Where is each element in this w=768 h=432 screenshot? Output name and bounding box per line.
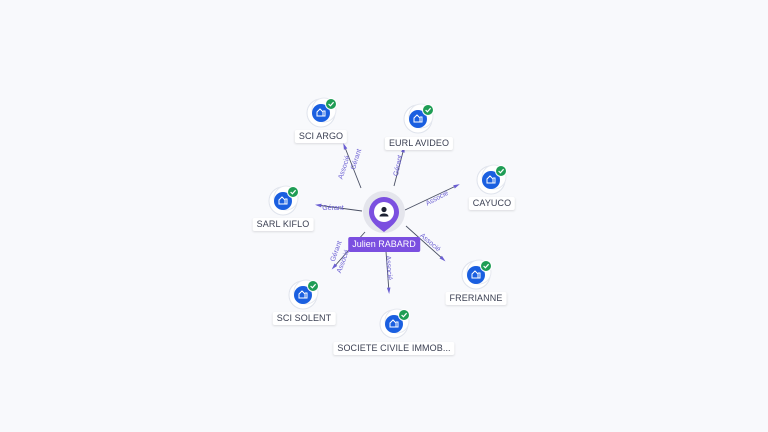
edge-label: Gérant <box>393 154 404 176</box>
edge-cayuco <box>404 184 459 211</box>
building-icon <box>385 315 403 333</box>
edge-arrow-icon <box>343 143 348 150</box>
building-icon <box>467 266 485 284</box>
building-glyph <box>471 270 481 279</box>
edge-arrow-icon <box>331 263 338 270</box>
building-glyph <box>486 175 496 184</box>
company-name-label[interactable]: EURL AVIDEO <box>384 137 454 150</box>
check-glyph <box>401 312 408 318</box>
check-icon <box>495 165 507 177</box>
check-glyph <box>290 189 297 195</box>
company-node-sci-solent[interactable] <box>288 279 319 310</box>
check-glyph <box>425 107 432 113</box>
building-icon <box>274 192 292 210</box>
edge-label: Associé <box>425 190 450 208</box>
edge-label: Gérant <box>322 205 343 212</box>
person-icon <box>381 206 387 213</box>
company-node-societe-civile[interactable] <box>379 308 410 339</box>
edge-arrow-icon <box>453 184 460 189</box>
edge-arrow-icon <box>315 203 322 208</box>
check-icon <box>422 104 434 116</box>
company-node-sci-argo[interactable] <box>306 97 337 128</box>
building-glyph <box>316 108 326 117</box>
company-node-sarl-kiflo[interactable] <box>268 185 299 216</box>
check-glyph <box>310 283 317 289</box>
building-icon <box>294 286 312 304</box>
check-icon <box>480 260 492 272</box>
company-name-label[interactable]: CAYUCO <box>468 197 516 210</box>
company-node-eurl-avideo[interactable] <box>403 103 434 134</box>
company-node-cayuco[interactable] <box>476 164 507 195</box>
company-node-frerianne[interactable] <box>461 259 492 290</box>
edge-label: Associé <box>384 255 393 280</box>
check-glyph <box>498 168 505 174</box>
company-name-label[interactable]: SARL KIFLO <box>252 218 314 231</box>
company-name-label[interactable]: SOCIETE CIVILE IMMOB... <box>333 342 455 355</box>
edge-sarl-kiflo <box>316 204 363 212</box>
check-icon <box>307 280 319 292</box>
person-icon-body <box>379 213 389 217</box>
building-glyph <box>413 114 423 123</box>
building-icon <box>409 110 427 128</box>
edge-sci-argo <box>343 144 362 189</box>
check-icon <box>398 309 410 321</box>
edge-arrow-icon <box>439 255 446 262</box>
edge-frerianne <box>405 225 445 261</box>
check-glyph <box>328 101 335 107</box>
edge-arrow-icon <box>386 287 391 294</box>
check-glyph <box>483 263 490 269</box>
edge-label: Associé <box>418 232 441 253</box>
building-glyph <box>298 290 308 299</box>
building-icon <box>312 104 330 122</box>
check-icon <box>325 98 337 110</box>
edge-eurl-avideo <box>393 147 405 187</box>
building-glyph <box>278 196 288 205</box>
check-icon <box>287 186 299 198</box>
company-name-label[interactable]: SCI SOLENT <box>272 312 336 325</box>
person-name-label[interactable]: Julien RABARD <box>348 237 420 252</box>
edge-label: Gérant <box>350 148 363 171</box>
person-node[interactable] <box>363 191 405 233</box>
building-glyph <box>389 319 399 328</box>
building-icon <box>482 171 500 189</box>
nodes-layer <box>268 97 507 339</box>
company-name-label[interactable]: FRERIANNE <box>445 292 507 305</box>
company-name-label[interactable]: SCI ARGO <box>294 130 348 143</box>
